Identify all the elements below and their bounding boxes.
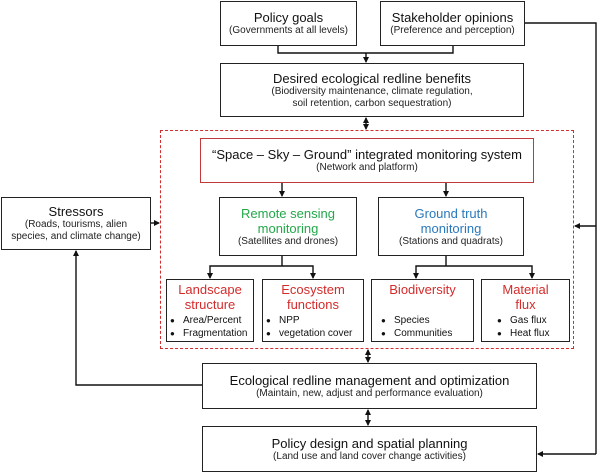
monitoring-group-dashed-border [160, 130, 574, 349]
indicator-item: Gas flux [494, 314, 549, 327]
node-landscape-structure: Landscape structure Area/Percent Fragmen… [166, 279, 254, 342]
node-title: Ecological redline management and optimi… [229, 372, 510, 388]
edge-remote-landscape [207, 265, 282, 279]
indicator-item: Fragmentation [167, 327, 247, 340]
node-subtitle-line: (Roads, tourisms, alien [24, 219, 128, 230]
edge-policy-goals-desired [277, 45, 366, 54]
edge-stakeholder-desired [366, 45, 454, 54]
node-biodiversity: Biodiversity Species Communities [371, 279, 474, 342]
edge-ground-biodiversity [413, 265, 446, 279]
node-title-line: Landscape [178, 282, 242, 297]
indicator-item: Communities [378, 327, 452, 340]
indicator-item: Heat flux [494, 327, 549, 340]
node-title-line: Material [502, 282, 549, 297]
node-title: Policy goals [253, 10, 324, 25]
node-desired-benefits: Desired ecological redline benefits (Bio… [220, 63, 524, 117]
indicator-list: Area/Percent Fragmentation [167, 314, 247, 340]
indicator-list: NPP vegetation cover [263, 314, 352, 340]
edge-management-stressors [73, 250, 202, 386]
node-title-line: structure [184, 297, 236, 312]
node-subtitle: (Stations and quadrats) [399, 235, 503, 247]
node-title-line: monitoring [257, 220, 319, 236]
node-policy-design: Policy design and spatial planning (Land… [202, 426, 537, 472]
node-title: “Space – Sky – Ground” integrated monito… [212, 147, 522, 162]
node-stakeholder-opinions: Stakeholder opinions (Preference and per… [380, 1, 525, 46]
node-ground-truth: Ground truth monitoring (Stations and qu… [378, 197, 524, 256]
node-title-line: Ecosystem [281, 282, 345, 297]
node-subtitle: (Satellites and drones) [237, 235, 339, 247]
node-title-line: Remote sensing [241, 205, 335, 221]
node-material-flux: Material flux Gas flux Heat flux [481, 279, 570, 342]
indicator-item: vegetation cover [263, 327, 352, 340]
node-title-line: Ground truth [414, 205, 488, 221]
node-subtitle-line: (Biodiversity maintenance, climate regul… [271, 85, 473, 97]
node-space-sky-ground: “Space – Sky – Ground” integrated monito… [200, 138, 534, 183]
node-title-line: monitoring [420, 220, 482, 236]
node-title: Stakeholder opinions [391, 10, 514, 25]
node-remote-sensing: Remote sensing monitoring (Satellites an… [219, 197, 357, 256]
node-subtitle: (Governments at all levels) [229, 25, 348, 36]
node-ecosystem-functions: Ecosystem functions NPP vegetation cover [262, 279, 364, 342]
node-title: Policy design and spatial planning [271, 435, 468, 451]
edge-ground-material [446, 265, 535, 279]
node-title-line: Biodiversity [389, 282, 456, 297]
node-stressors: Stressors (Roads, tourisms, alien specie… [1, 197, 151, 250]
node-subtitle: (Network and platform) [316, 162, 418, 173]
node-policy-goals: Policy goals (Governments at all levels) [220, 1, 357, 46]
node-subtitle: (Land use and land cover change activiti… [273, 450, 466, 462]
edge-stakeholder-right-rail [524, 22, 597, 454]
node-title: Desired ecological redline benefits [272, 70, 471, 86]
node-subtitle: (Maintain, new, adjust and performance e… [256, 387, 483, 399]
node-subtitle: (Preference and perception) [390, 25, 515, 36]
edge-remote-ecosystem [282, 265, 316, 279]
indicator-list: Gas flux Heat flux [494, 314, 549, 340]
node-title-line: flux [515, 297, 536, 312]
indicator-item: Area/Percent [167, 314, 247, 327]
node-subtitle-line: species, and climate change) [11, 231, 141, 242]
node-subtitle-line: soil retention, carbon sequestration) [292, 97, 452, 109]
indicator-list: Species Communities [378, 314, 452, 340]
node-title: Stressors [48, 204, 104, 219]
node-redline-management: Ecological redline management and optimi… [202, 363, 537, 409]
node-title-line: functions [286, 297, 340, 312]
indicator-item: Species [378, 314, 452, 327]
indicator-item: NPP [263, 314, 352, 327]
